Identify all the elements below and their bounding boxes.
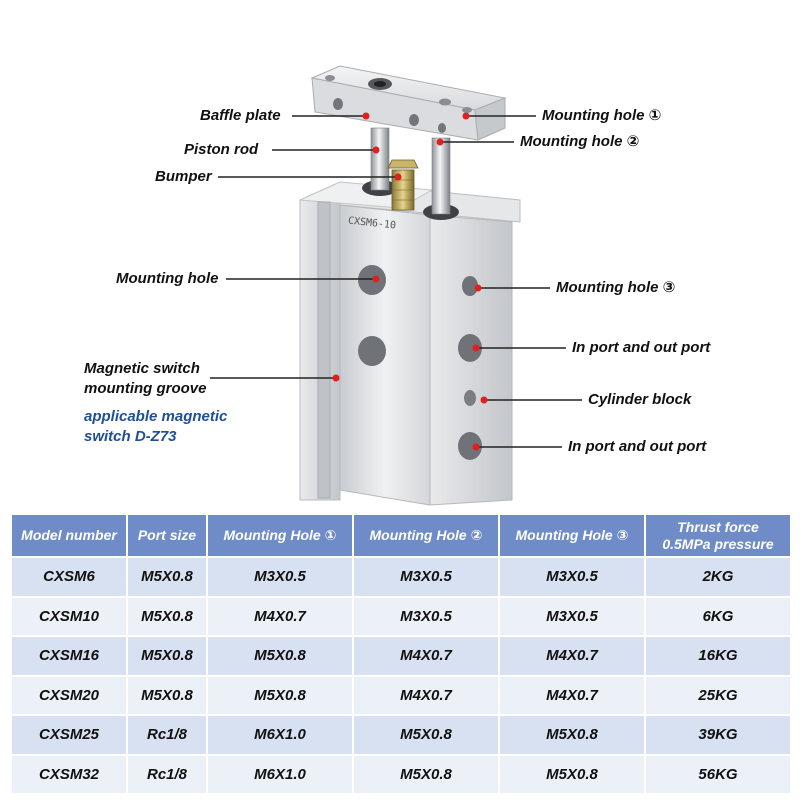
front-hole-upper [358,265,386,295]
cell-mounting-hole-3: M5X0.8 [498,753,646,795]
model-engraving: CXSM6-10 [347,216,396,232]
cell-mounting-hole-2: M3X0.5 [352,595,500,637]
cell-model: CXSM20 [10,674,128,716]
cell-thrust-force: 56KG [644,753,792,795]
label-mounting-hole-1: Mounting hole ① [542,107,662,124]
cell-mounting-hole-3: M3X0.5 [498,595,646,637]
label-baffle-plate: Baffle plate [200,107,281,124]
switch-groove [317,201,331,499]
cell-mounting-hole-3: M3X0.5 [498,556,646,598]
label-mounting-hole-2: Mounting hole ② [520,133,640,150]
cell-mounting-hole-1: M5X0.8 [206,635,354,677]
cell-thrust-force: 25KG [644,674,792,716]
cell-thrust-force: 16KG [644,635,792,677]
piston-rods [362,127,459,220]
cell-mounting-hole-1: M6X1.0 [206,714,354,756]
label-cylinder-block: Cylinder block [588,391,692,408]
cell-port-size: Rc1/8 [126,753,208,795]
cell-port-size: M5X0.8 [126,635,208,677]
cell-thrust-force: 2KG [644,556,792,598]
label-port-lower: In port and out port [568,438,707,455]
cell-mounting-hole-1: M4X0.7 [206,595,354,637]
header-thrust-force: Thrust force 0.5MPa pressure [644,513,792,558]
cell-mounting-hole-2: M5X0.8 [352,753,500,795]
table-header-row: Model number Port size Mounting Hole ① M… [10,513,792,558]
table-row: CXSM10 M5X0.8 M4X0.7 M3X0.5 M3X0.5 6KG [10,595,792,637]
cell-thrust-force: 6KG [644,595,792,637]
cell-model: CXSM16 [10,635,128,677]
cell-thrust-force: 39KG [644,714,792,756]
cell-mounting-hole-2: M4X0.7 [352,674,500,716]
cell-mounting-hole-1: M5X0.8 [206,674,354,716]
cell-mounting-hole-2: M3X0.5 [352,556,500,598]
front-hole-lower [358,336,386,366]
spec-table: Model number Port size Mounting Hole ① M… [10,513,792,795]
cell-mounting-hole-1: M6X1.0 [206,753,354,795]
label-mounting-hole: Mounting hole [116,270,219,287]
cell-mounting-hole-1: M3X0.5 [206,556,354,598]
cell-port-size: M5X0.8 [126,595,208,637]
svg-text:CXSM6-10: CXSM6-10 [347,216,396,232]
table-row: CXSM20 M5X0.8 M5X0.8 M4X0.7 M4X0.7 25KG [10,674,792,716]
cell-model: CXSM10 [10,595,128,637]
cell-model: CXSM6 [10,556,128,598]
table-row: CXSM6 M5X0.8 M3X0.5 M3X0.5 M3X0.5 2KG [10,556,792,598]
cell-mounting-hole-3: M4X0.7 [498,635,646,677]
header-mounting-hole-3: Mounting Hole ③ [498,513,646,558]
label-applicable-magnetic: applicable magnetic [84,408,228,425]
cell-mounting-hole-3: M4X0.7 [498,674,646,716]
cell-port-size: M5X0.8 [126,556,208,598]
cell-mounting-hole-2: M5X0.8 [352,714,500,756]
bumper [387,159,419,211]
header-model-number: Model number [10,513,128,558]
label-bumper: Bumper [155,168,212,185]
cell-mounting-hole-3: M5X0.8 [498,714,646,756]
label-mounting-groove: mounting groove [84,380,207,397]
table-row: CXSM25 Rc1/8 M6X1.0 M5X0.8 M5X0.8 39KG [10,714,792,756]
cell-port-size: M5X0.8 [126,674,208,716]
label-port-upper: In port and out port [572,339,711,356]
header-mounting-hole-1: Mounting Hole ① [206,513,354,558]
label-switch-model: switch D-Z73 [84,428,177,445]
baffle-plate [310,65,507,141]
cylinder-block: CXSM6-10 [299,181,521,506]
label-mounting-hole-3: Mounting hole ③ [556,279,676,296]
cell-model: CXSM25 [10,714,128,756]
header-port-size: Port size [126,513,208,558]
cell-mounting-hole-2: M4X0.7 [352,635,500,677]
table-row: CXSM32 Rc1/8 M6X1.0 M5X0.8 M5X0.8 56KG [10,753,792,795]
label-piston-rod: Piston rod [184,141,259,158]
leader-lines [210,115,582,448]
label-magnetic-switch: Magnetic switch [84,360,200,377]
cell-port-size: Rc1/8 [126,714,208,756]
cylinder-illustration: CXSM6-10 [210,65,582,506]
callout-markers [332,112,488,451]
table-row: CXSM16 M5X0.8 M5X0.8 M4X0.7 M4X0.7 16KG [10,635,792,677]
header-mounting-hole-2: Mounting Hole ② [352,513,500,558]
cell-model: CXSM32 [10,753,128,795]
